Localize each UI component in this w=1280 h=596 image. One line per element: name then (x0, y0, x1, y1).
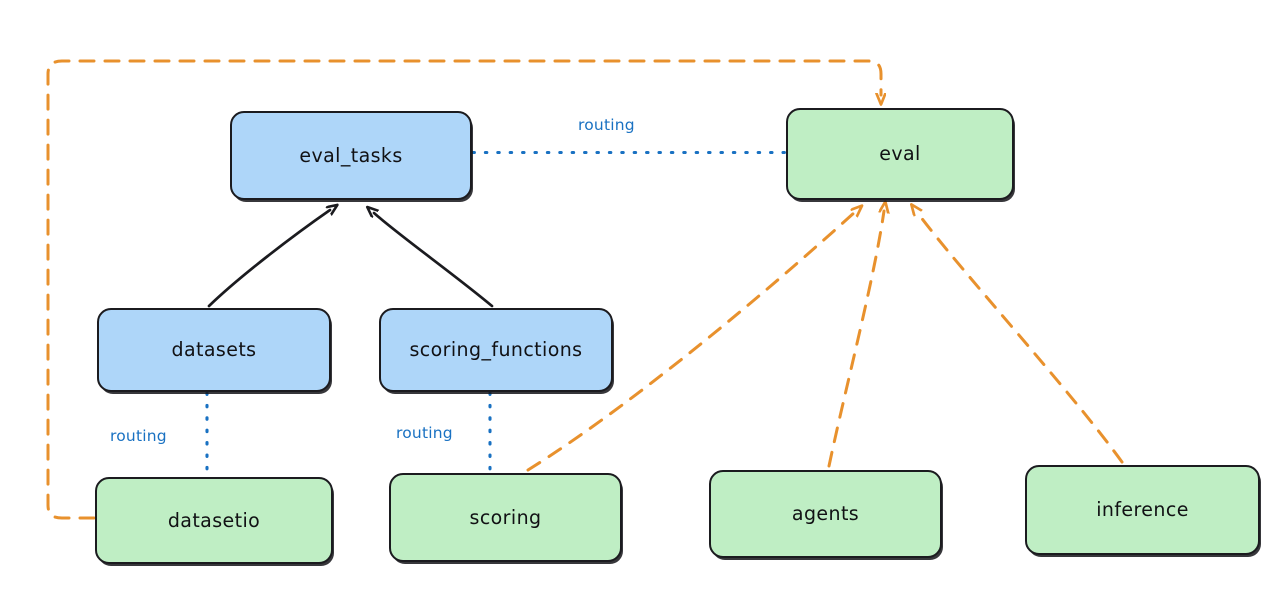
node-agents[interactable]: agents (709, 470, 942, 558)
node-label-datasets: datasets (171, 338, 257, 362)
edge-label-routing-eval-tasks-eval: routing (578, 116, 635, 134)
node-label-datasetio: datasetio (167, 509, 261, 532)
node-eval[interactable]: eval (786, 108, 1014, 200)
node-label-scoring: scoring (469, 506, 542, 529)
node-datasets[interactable]: datasets (97, 308, 331, 392)
edge-scoring-functions-to-eval-tasks (374, 213, 494, 308)
node-inference[interactable]: inference (1025, 465, 1260, 555)
edge-label-routing-datasets-datasetio: routing (110, 427, 167, 445)
node-scoring-functions[interactable]: scoring_functions (379, 308, 613, 392)
edge-inference-to-eval (917, 212, 1124, 464)
node-eval-tasks[interactable]: eval_tasks (230, 111, 472, 200)
edge-scoring-to-eval (526, 212, 855, 472)
node-label-scoring-functions: scoring_functions (409, 338, 583, 362)
node-label-inference: inference (1096, 498, 1189, 522)
edge-datasets-to-eval-tasks (207, 210, 330, 308)
node-scoring[interactable]: scoring (389, 473, 622, 562)
node-label-eval: eval (879, 142, 921, 166)
node-datasetio[interactable]: datasetio (95, 477, 333, 564)
edge-label-routing-scoring-functions-scoring: routing (396, 424, 453, 442)
edge-agents-to-eval (827, 211, 884, 468)
node-label-eval-tasks: eval_tasks (299, 144, 403, 167)
node-label-agents: agents (791, 502, 860, 526)
edge-datasetio-to-eval (46, 59, 881, 520)
